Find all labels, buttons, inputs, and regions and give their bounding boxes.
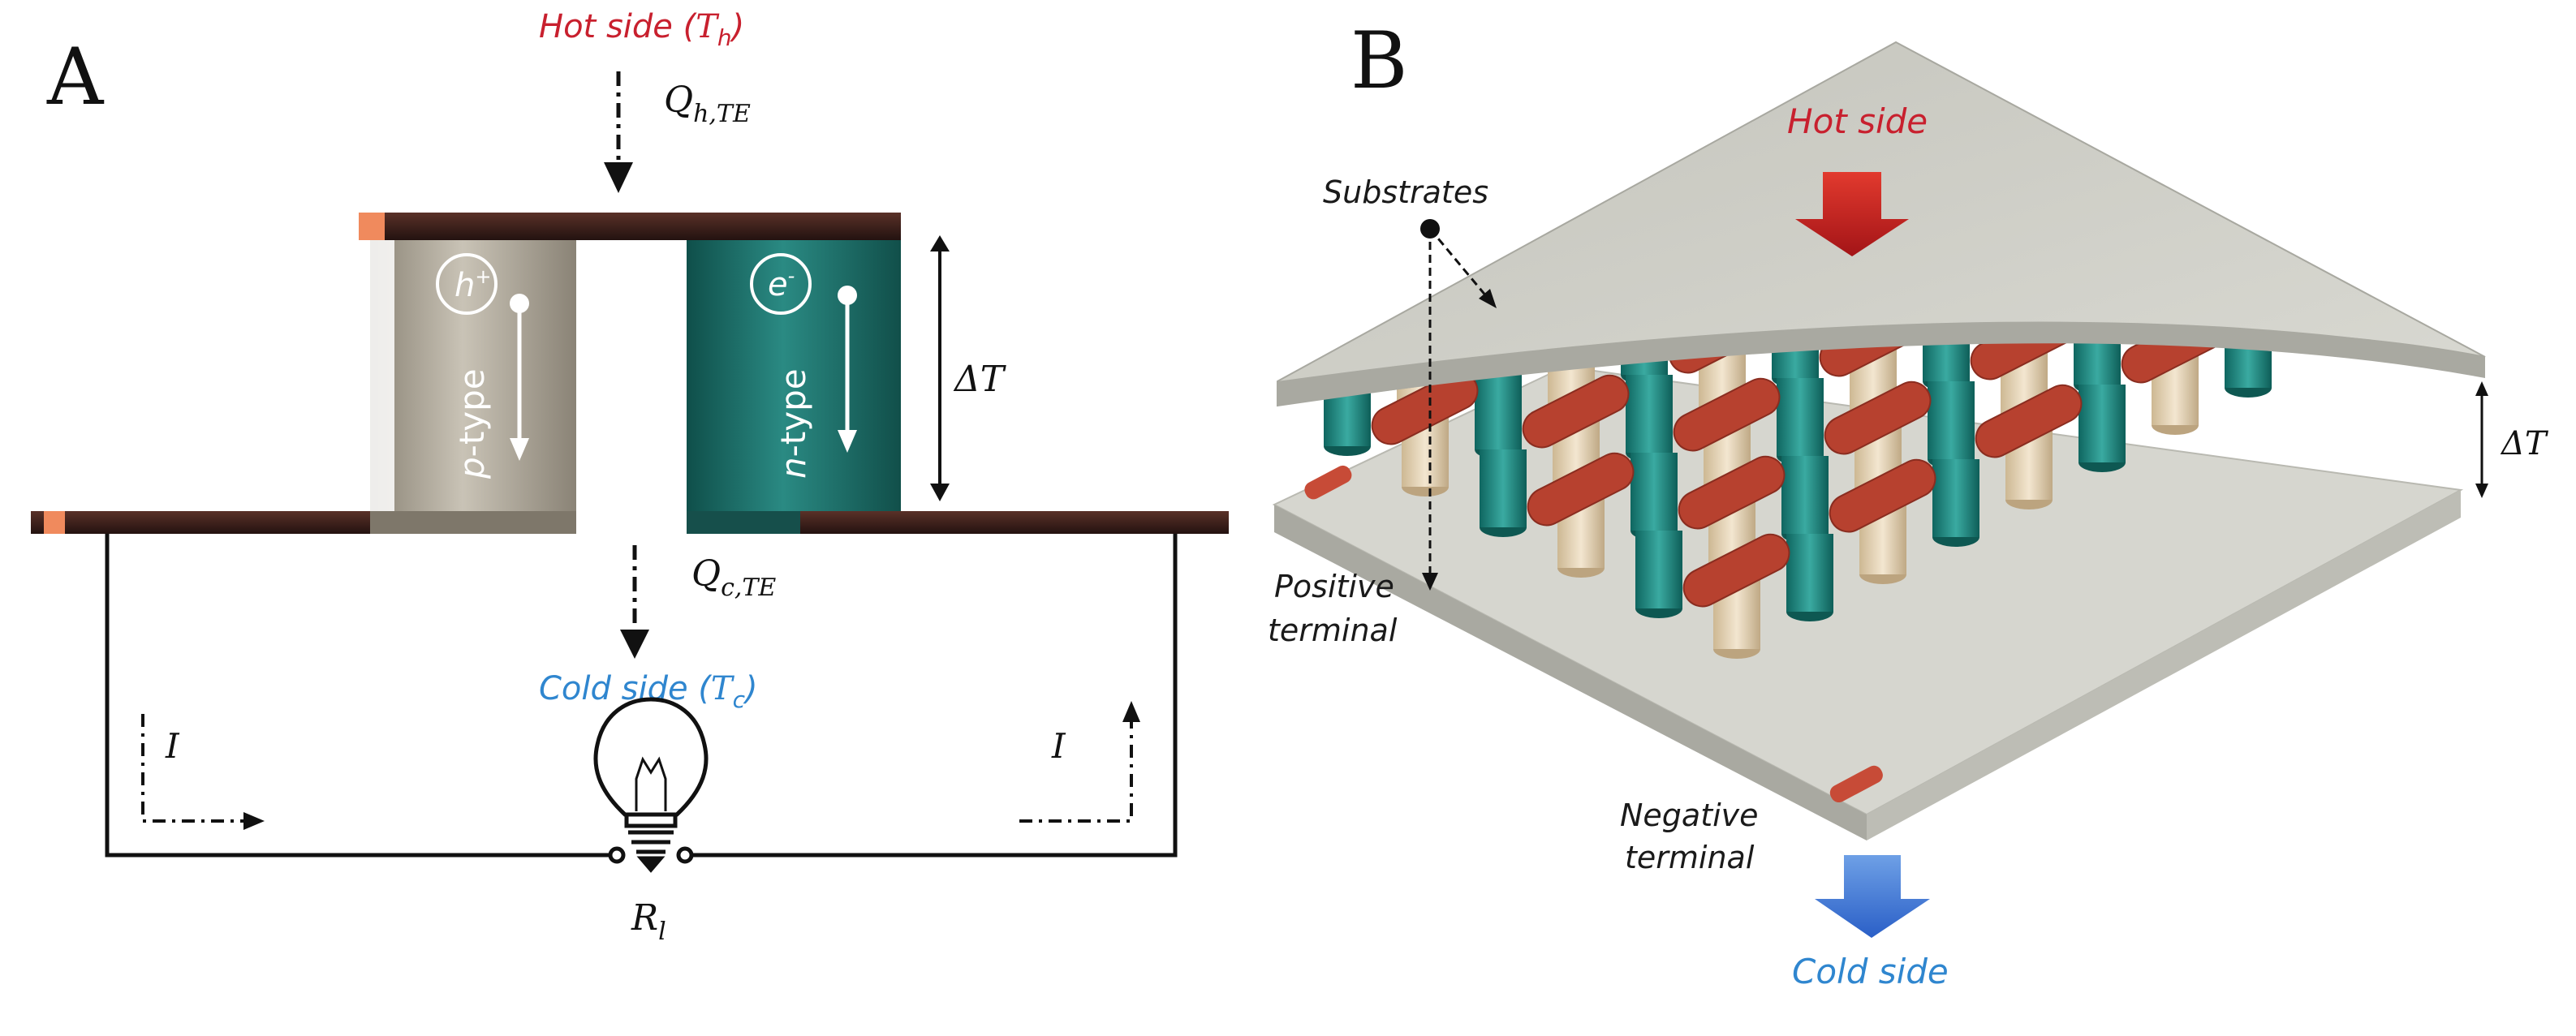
- panel-b-letter: B: [1350, 15, 1408, 106]
- current-right-label: I: [1051, 726, 1066, 766]
- n-type-pellet: [2078, 385, 2126, 472]
- load-resistance-label: Rl: [631, 897, 666, 946]
- p-type-label: p-type: [452, 368, 492, 479]
- p-type-leg: h+ p-type: [370, 240, 576, 531]
- current-arrow-left: [141, 714, 265, 830]
- pellet-connector: [1522, 374, 1630, 449]
- panel-a-letter: A: [46, 32, 105, 123]
- n-type-pellet: [1475, 372, 1522, 459]
- n-type-pellet: [1480, 449, 1527, 537]
- n-leg-base: [687, 511, 800, 534]
- pellet-connector: [1975, 384, 2083, 458]
- current-arrow-right: [1019, 701, 1140, 823]
- positive-terminal-label-2: terminal: [1268, 613, 1398, 648]
- positive-terminal-wire: [1304, 465, 1352, 500]
- bottom-conductor-left-edge: [44, 511, 65, 534]
- top-conductor-edge: [359, 213, 385, 240]
- n-type-pellet: [1635, 531, 1682, 618]
- pellet-connector: [1824, 380, 1932, 455]
- n-type-pellet: [1786, 534, 1833, 621]
- pellet-connector: [1678, 455, 1786, 530]
- hole-symbol-circle: [436, 253, 498, 315]
- electron-symbol-circle: [750, 253, 812, 315]
- heat-out-arrow: [620, 545, 649, 659]
- down-arrow-icon: [604, 162, 633, 193]
- hot-side-label: Hot side (Th): [539, 8, 744, 51]
- pellet-connector: [1371, 371, 1479, 445]
- cold-arrow-icon: [1815, 855, 1930, 938]
- pellet-connector: [1682, 533, 1790, 608]
- n-type-pellet: [1928, 381, 1975, 469]
- top-conductor: [359, 213, 901, 240]
- positive-terminal-label-1: Positive: [1274, 569, 1394, 604]
- delta-t-label: ΔT: [953, 359, 1007, 400]
- n-type-label: n-type: [773, 368, 813, 479]
- n-type-pellet: [1626, 375, 1673, 462]
- down-arrow-icon: [620, 630, 649, 659]
- hot-arrow-icon: [1795, 172, 1909, 256]
- negative-terminal-wire: [1829, 765, 1883, 803]
- panel-b-delta-t-label: ΔT: [2500, 425, 2549, 462]
- heat-in-arrow: [604, 71, 633, 193]
- negative-terminal-label-1: Negative: [1620, 797, 1759, 833]
- heat-out-label: Qc,TE: [691, 553, 776, 602]
- electron-symbol: e-: [768, 264, 795, 303]
- n-type-pellet: [1630, 453, 1678, 540]
- panel-b: B Hot side Substrates ΔT: [1268, 15, 2549, 991]
- n-type-pellet: [1777, 378, 1824, 466]
- panel-b-hot-side-label: Hot side: [1787, 101, 1928, 141]
- pellet-connector: [1673, 377, 1781, 452]
- circuit-wire: [105, 534, 1178, 858]
- hole-symbol: h+: [454, 265, 491, 304]
- substrates-label: Substrates: [1323, 174, 1488, 210]
- panel-b-delta-t-bracket: [2475, 381, 2488, 498]
- n-type-pellet: [1932, 459, 1979, 547]
- light-bulb-icon: [593, 697, 709, 873]
- cold-side-label: Cold side (Tc): [539, 670, 758, 713]
- n-type-leg: e- n-type: [687, 240, 901, 531]
- panel-b-cold-side-label: Cold side: [1792, 952, 1949, 991]
- negative-terminal-label-2: terminal: [1625, 840, 1755, 875]
- pellet-connector: [1527, 452, 1635, 527]
- current-left-label: I: [165, 726, 180, 766]
- p-leg-base: [370, 511, 576, 534]
- panel-a: A Hot side (Th) Qh,TE h+ p-type e-: [31, 8, 1229, 946]
- delta-t-bracket: [930, 235, 950, 501]
- n-type-pellet: [1781, 456, 1829, 544]
- heat-in-label: Qh,TE: [664, 80, 751, 128]
- pellet-connector: [1829, 458, 1936, 533]
- bottom-conductor-right: [800, 511, 1229, 534]
